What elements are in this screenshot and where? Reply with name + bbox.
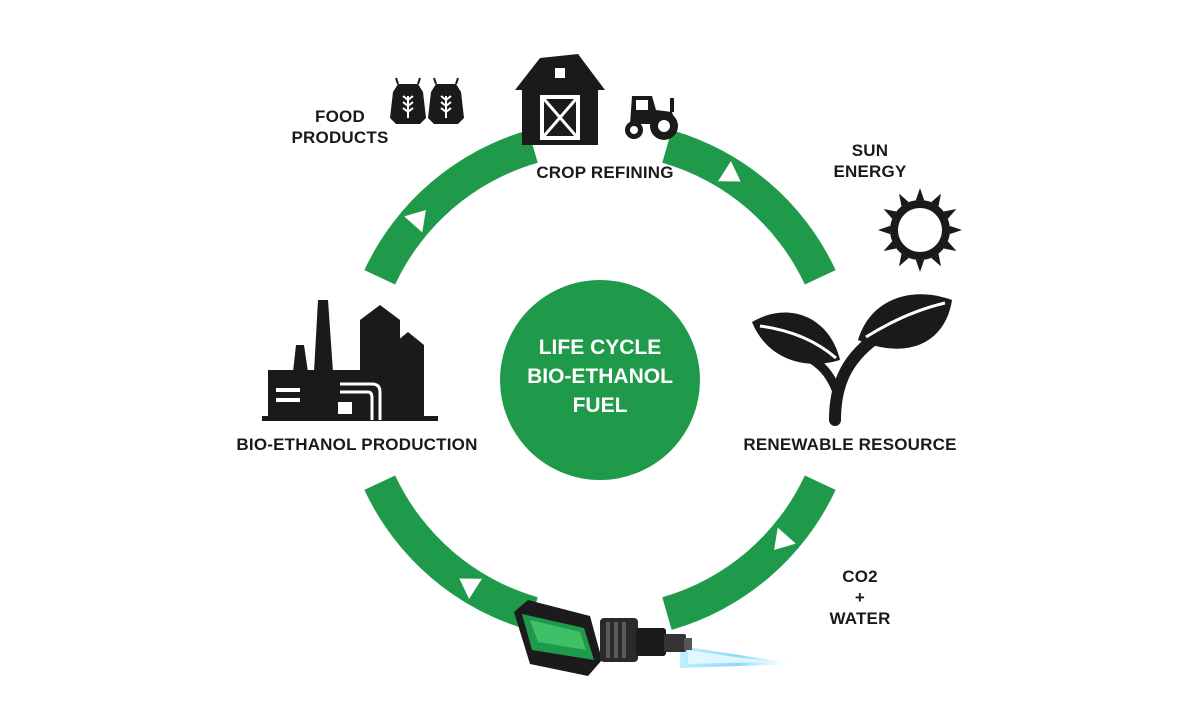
- sprout-icon: [752, 294, 952, 426]
- center-disc: [500, 280, 700, 480]
- sun-energy-line-2: ENERGY: [833, 162, 907, 181]
- arrow-icon: [774, 527, 796, 551]
- grain-sack-icon: [390, 77, 464, 124]
- burner-icon: [514, 600, 800, 676]
- factory-icon: [262, 300, 438, 421]
- center-title-line-2: BIO-ETHANOL: [527, 365, 673, 388]
- sun-ray: [931, 193, 941, 207]
- stage-label-renewable-resource: RENEWABLE RESOURCE: [743, 435, 957, 454]
- sun-ray: [931, 253, 941, 267]
- arrow-icon: [404, 209, 426, 233]
- sun-ray: [943, 241, 957, 251]
- arc-bottom-right: [662, 475, 836, 630]
- sun-ray: [899, 193, 909, 207]
- center-title: LIFE CYCLE BIO-ETHANOL FUEL: [496, 333, 704, 420]
- sun-ray: [899, 253, 909, 267]
- arc-top-left: [364, 130, 538, 285]
- barn-icon: [515, 54, 605, 145]
- sun-energy-line-1: SUN: [851, 141, 889, 160]
- sun-core: [898, 208, 942, 252]
- co2-water-line-3: WATER: [829, 609, 891, 628]
- food-products-line-2: PRODUCTS: [291, 128, 389, 147]
- input-label-co2-water: CO2 + WATER: [815, 566, 905, 629]
- center-title-line-1: LIFE CYCLE: [538, 336, 662, 359]
- cycle-ring: [364, 130, 836, 630]
- food-products-line-1: FOOD: [315, 107, 365, 126]
- sun-ray: [878, 225, 891, 235]
- stage-label-bio-ethanol-production: BIO-ETHANOL PRODUCTION: [236, 435, 478, 454]
- sun-ray: [915, 259, 925, 272]
- sun-ray: [883, 241, 897, 251]
- input-label-food-products: FOOD PRODUCTS: [280, 106, 400, 148]
- sun-ray: [943, 209, 957, 219]
- sun-icon: [878, 188, 962, 272]
- arrow-icon: [459, 578, 482, 599]
- co2-water-line-1: CO2: [842, 567, 878, 586]
- arc-top-right: [662, 130, 836, 285]
- co2-water-line-2: +: [854, 588, 866, 607]
- arrow-icon: [718, 161, 741, 182]
- sun-ray: [883, 209, 897, 219]
- sun-ray: [915, 188, 925, 201]
- input-label-sun-energy: SUN ENERGY: [820, 140, 920, 182]
- sun-ray: [949, 225, 962, 235]
- tractor-icon: [625, 96, 678, 140]
- arc-bottom-left: [364, 475, 538, 630]
- stage-label-crop-refining: CROP REFINING: [536, 163, 674, 182]
- center-title-line-3: FUEL: [572, 394, 628, 417]
